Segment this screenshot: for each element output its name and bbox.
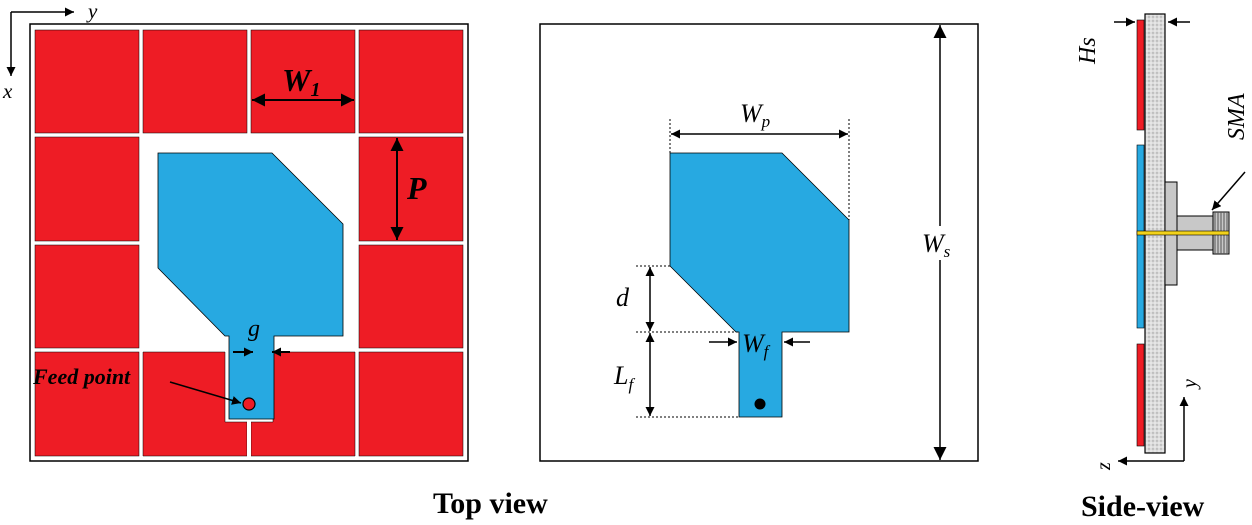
side-axis-y-label: y [1179,379,1201,390]
red-cell [34,351,140,457]
red-cell [358,244,464,349]
dim-Wf-label: Wf [742,329,771,361]
middle-patch [669,152,850,418]
left-panel: y x W1 P g Feed point [2,0,469,462]
red-cell [142,29,248,134]
dim-Hs-label: Hs [1075,37,1101,65]
feed-point-dot [242,397,256,411]
red-cell [250,29,356,134]
red-cell [358,29,464,134]
red-cell [34,29,140,134]
red-cell [358,136,464,242]
dim-W1-label: W1 [282,62,320,101]
red-cell-grid [34,29,464,457]
caption-top-view: Top view [433,487,548,520]
dim-d-label: d [616,283,630,312]
dim-Lf-label: Lf [613,361,635,394]
side-red-strip [1136,343,1145,447]
side-axis-z-label: z [1093,462,1115,471]
axis-x-label: x [2,79,13,103]
sma-connector [1136,181,1230,286]
side-red-strip [1136,19,1145,131]
left-patch [157,152,344,420]
dim-Ws-label: Ws [922,229,951,261]
caption-side-view: Side-view [1081,490,1205,523]
axis-y-label: y [86,0,98,23]
dim-Wp-label: Wp [740,99,770,131]
middle-panel: Wp Ws d Lf Wf [539,23,979,462]
side-blue-strip [1136,144,1145,329]
dim-g-label: g [248,316,260,342]
right-panel: Hs SMA y z [1075,13,1250,471]
middle-feed-dot [754,398,766,410]
dim-P-label: P [406,170,427,206]
red-cell [34,136,140,242]
red-cell [34,244,140,349]
feed-point-label: Feed point [32,364,131,389]
red-cell [358,351,464,457]
sma-pin [1136,230,1230,236]
sma-label: SMA [1224,93,1250,140]
